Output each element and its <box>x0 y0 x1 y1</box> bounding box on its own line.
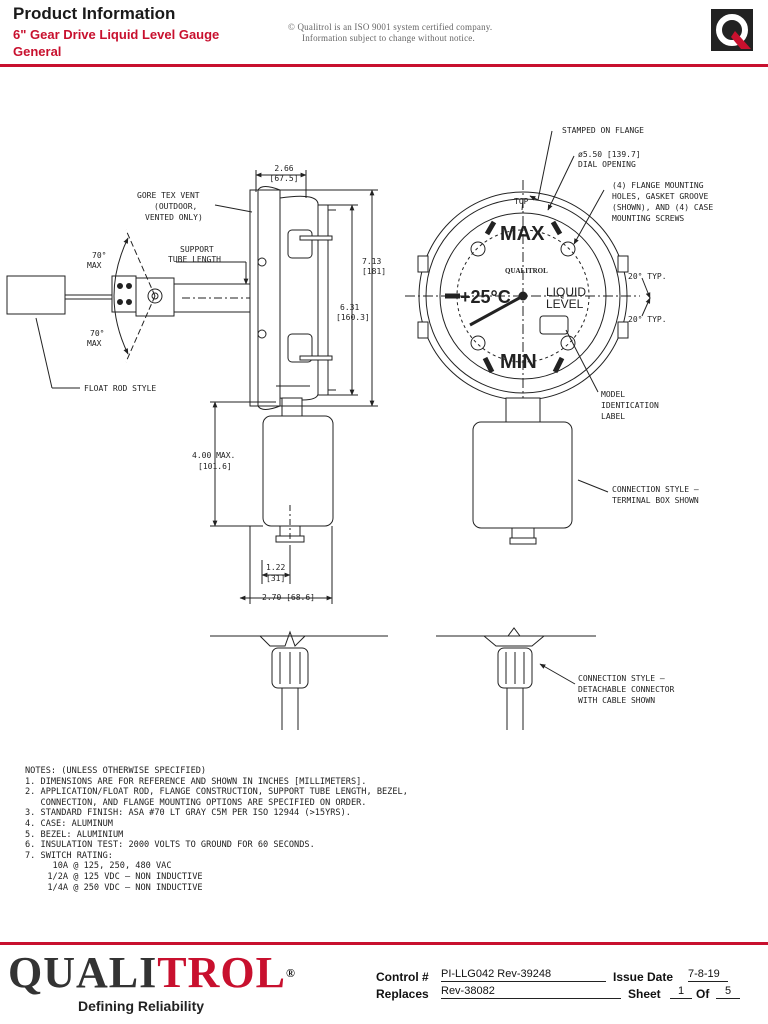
typ-20-a: 20° TYP. <box>628 272 667 281</box>
qualitrol-logo: QUALITROL® Defining Reliability <box>8 948 296 1015</box>
side-view <box>6 170 378 604</box>
label-conn1-1: CONNECTION STYLE – <box>612 485 699 494</box>
label-model-1: MODEL <box>601 390 625 399</box>
label-gore-2: (OUTDOOR, <box>154 202 197 211</box>
gear-block <box>111 275 137 313</box>
front-view <box>405 130 651 545</box>
note-item: CONNECTION, AND FLANGE MOUNTING OPTIONS … <box>25 797 367 808</box>
dim-713: 7.13 <box>362 257 381 266</box>
label-model-2: IDENTICATION <box>601 401 659 410</box>
product-subtitle: 6" Gear Drive Liquid Level Gauge <box>13 27 220 42</box>
label-flange-3: (SHOWN), AND (4) CASE <box>612 203 713 212</box>
info-notice-line: Information subject to change without no… <box>302 33 475 43</box>
replaces-value: Rev-38082 <box>441 985 621 999</box>
angle-70-bot: 70° <box>90 329 104 338</box>
of-value: 5 <box>716 985 740 999</box>
flange <box>249 189 259 407</box>
section-subtitle: General <box>13 44 62 59</box>
note-item: 4. CASE: ALUMINUM <box>25 818 113 829</box>
label-support-2: TUBE LENGTH <box>168 255 221 264</box>
angle-70-top: 70° <box>92 251 106 260</box>
label-flange-2: HOLES, GASKET GROOVE <box>612 192 709 201</box>
iso-notice: © Qualitrol is an ISO 9001 system certif… <box>288 22 492 44</box>
note-item: 2. APPLICATION/FLOAT ROD, FLANGE CONSTRU… <box>25 787 408 798</box>
label-model-3: LABEL <box>601 412 625 421</box>
note-item: 6. INSULATION TEST: 2000 VOLTS TO GROUND… <box>25 840 315 851</box>
typ-20-b: 20° TYP. <box>628 315 667 324</box>
sheet-label: Sheet <box>628 987 661 1001</box>
label-top: TOP <box>514 197 529 206</box>
notes-heading: NOTES: (UNLESS OTHERWISE SPECIFIED) <box>25 766 207 776</box>
sheet-value: 1 <box>670 985 692 999</box>
dim-400: 4.00 MAX. <box>192 451 235 460</box>
note-item: 1/2A @ 125 VDC – NON INDUCTIVE <box>37 871 203 882</box>
bezel <box>317 204 329 396</box>
label-support-1: SUPPORT <box>180 245 214 254</box>
note-item: 10A @ 125, 250, 480 VAC <box>37 861 172 872</box>
dim-266: 2.66 <box>274 164 293 173</box>
max-top: MAX <box>87 261 102 270</box>
header-rule <box>0 64 768 67</box>
dim-675: [67.5] <box>270 174 299 183</box>
note-item: 1/4A @ 250 VDC – NON INDUCTIVE <box>37 882 203 893</box>
brand-reg: ® <box>285 966 296 980</box>
detail-views <box>210 627 596 730</box>
brand-part-b: TROL <box>157 948 286 997</box>
label-conn2-2: DETACHABLE CONNECTOR <box>578 685 675 694</box>
engineering-drawing: STAMPED ON FLANGE ø5.50 [139.7] DIAL OPE… <box>6 126 713 730</box>
page-title: Product Information <box>13 4 176 23</box>
qualitrol-q-logo: Q <box>711 9 753 51</box>
note-item: 3. STANDARD FINISH: ASA #70 LT GRAY C5M … <box>25 808 351 819</box>
max-bot: MAX <box>87 339 102 348</box>
terminal-box-front <box>472 421 573 529</box>
brand-part-a: QUALI <box>8 948 158 997</box>
label-float-rod: FLOAT ROD STYLE <box>84 384 156 393</box>
control-label: Control # <box>376 970 429 984</box>
dim-181: [181] <box>362 267 386 276</box>
iso-notice-line: © Qualitrol is an ISO 9001 system certif… <box>288 22 493 32</box>
dim-31: [31] <box>266 574 285 583</box>
label-conn1-2: TERMINAL BOX SHOWN <box>612 496 699 505</box>
note-item: 5. BEZEL: ALUMINIUM <box>25 829 124 840</box>
gauge-brand: QUALITROL <box>505 267 548 275</box>
dim-1016: [101.6] <box>198 462 232 471</box>
label-flange-1: (4) FLANGE MOUNTING <box>612 181 704 190</box>
label-flange-4: MOUNTING SCREWS <box>612 214 684 223</box>
of-label: Of <box>696 987 710 1001</box>
label-dial-dim: ø5.50 [139.7] <box>578 150 641 159</box>
gauge-min: MIN <box>500 351 537 373</box>
dim-1603: [160.3] <box>336 313 370 322</box>
label-conn2-1: CONNECTION STYLE – <box>578 674 665 683</box>
issue-date-value: 7-8-19 <box>688 968 728 982</box>
control-value: PI-LLG042 Rev-39248 <box>441 968 606 982</box>
dim-631: 6.31 <box>340 303 359 312</box>
dim-122: 1.22 <box>266 563 285 572</box>
terminal-box-side <box>262 415 334 527</box>
gauge-liquid: LIQUID <box>546 285 586 299</box>
gauge-level: LEVEL <box>546 297 584 311</box>
float-body <box>6 275 66 315</box>
note-item: 7. SWITCH RATING: <box>25 850 113 861</box>
notes-block: NOTES: (UNLESS OTHERWISE SPECIFIED) 1. D… <box>25 766 408 893</box>
label-gore-3: VENTED ONLY) <box>145 213 203 222</box>
gauge-temp: +25°C <box>460 287 511 307</box>
gauge-max: MAX <box>500 223 545 245</box>
label-stamped: STAMPED ON FLANGE <box>562 126 644 135</box>
footer-rule <box>0 942 768 945</box>
dim-270: 2.70 [68.6] <box>262 593 315 602</box>
label-dial-opening: DIAL OPENING <box>578 160 636 169</box>
brand-tagline: Defining Reliability <box>78 998 205 1014</box>
label-gore-1: GORE TEX VENT <box>137 191 200 200</box>
replaces-label: Replaces <box>376 987 429 1001</box>
note-item: 1. DIMENSIONS ARE FOR REFERENCE AND SHOW… <box>25 776 367 787</box>
gauge-case <box>279 195 319 401</box>
issue-date-label: Issue Date <box>613 970 674 984</box>
label-conn2-3: WITH CABLE SHOWN <box>578 696 655 705</box>
